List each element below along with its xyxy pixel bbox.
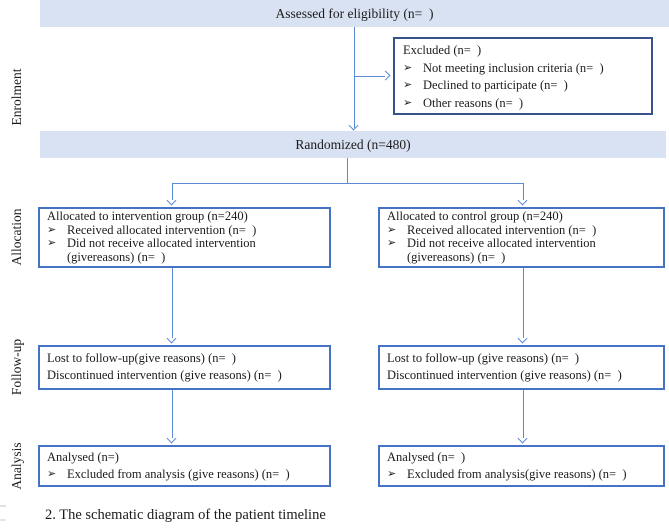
branch-left-drop — [172, 183, 173, 200]
followup-line: Discontinued intervention (give reasons)… — [387, 368, 622, 382]
analysis-intervention-box: Analysed (n=) ➢ Excluded from analysis (… — [38, 445, 331, 487]
analysis-control-box: Analysed (n= ) ➢ Excluded from analysis(… — [378, 445, 665, 487]
edge-crop-artifact — [0, 505, 6, 521]
excluded-item: ➢ Other reasons (n= ) — [403, 95, 643, 113]
assessed-eligibility-text: Assessed for eligibility (n= ) — [275, 5, 434, 21]
randomized-text: Randomized (n=480) — [295, 136, 411, 152]
excluded-item: ➢ Declined to participate (n= ) — [403, 77, 643, 95]
arrow-bullet-icon: ➢ — [403, 61, 413, 74]
arrow-bullet-icon: ➢ — [403, 79, 413, 91]
connector-to-excluded — [354, 76, 385, 77]
arrowhead-down-allocation-right — [517, 195, 528, 206]
stage-label-enrolment: Enrolment — [9, 68, 24, 126]
arrowhead-down-followup-left — [166, 333, 177, 344]
stage-label-allocation: Allocation — [9, 208, 24, 266]
arrowhead-down-followup-right — [517, 333, 528, 344]
arrowhead-down-analysis-right — [517, 433, 528, 444]
figure-caption: 2. The schematic diagram of the patient … — [45, 507, 326, 523]
arrow-bullet-icon: ➢ — [387, 467, 397, 480]
assessed-eligibility-band: Assessed for eligibility (n= ) — [40, 0, 669, 27]
connector-allocation-followup-right — [523, 268, 524, 338]
excluded-box: Excluded (n= ) ➢ Not meeting inclusion c… — [393, 37, 653, 115]
arrowhead-right-excluded — [380, 70, 391, 81]
analysis-title: Analysed (n=) — [47, 450, 119, 464]
arrow-bullet-icon: ➢ — [47, 237, 57, 249]
connector-followup-analysis-right — [523, 390, 524, 438]
allocation-control-title: Allocated to control group (n=240) — [387, 209, 563, 223]
branch-stem — [347, 158, 348, 183]
branch-crossbar — [172, 183, 523, 184]
arrow-bullet-icon: ➢ — [387, 237, 397, 249]
excluded-item: ➢ Not meeting inclusion criteria (n= ) — [403, 60, 643, 78]
allocation-intervention-title: Allocated to intervention group (n=240) — [47, 209, 248, 223]
followup-control-box: Lost to follow-up (give reasons) (n= ) D… — [378, 345, 665, 390]
followup-line: Lost to follow-up (give reasons) (n= ) — [387, 351, 580, 365]
arrow-bullet-icon: ➢ — [47, 467, 57, 480]
arrowhead-down-allocation-left — [166, 195, 177, 206]
allocation-item: ➢ Received allocated intervention (n= ) — [47, 222, 257, 237]
allocation-control-box: Allocated to control group (n=240) ➢ Rec… — [378, 207, 665, 268]
stage-label-analysis: Analysis — [9, 442, 24, 490]
analysis-item: ➢ Excluded from analysis(give reasons) (… — [387, 466, 627, 481]
allocation-intervention-box: Allocated to intervention group (n=240) … — [38, 207, 331, 268]
analysis-title: Analysed (n= ) — [387, 450, 466, 464]
excluded-title: Excluded (n= ) — [403, 43, 482, 57]
analysis-item: ➢ Excluded from analysis (give reasons) … — [47, 466, 290, 481]
connector-assessed-randomized — [354, 27, 355, 128]
connector-followup-analysis-left — [172, 390, 173, 438]
arrow-bullet-icon: ➢ — [47, 223, 57, 236]
allocation-item: ➢ Received allocated intervention (n= ) — [387, 222, 597, 237]
allocation-item: ➢ Did not receive allocated intervention… — [47, 236, 259, 264]
arrowhead-down-randomized — [348, 120, 359, 131]
followup-line: Discontinued intervention (give reasons)… — [47, 368, 282, 382]
arrow-bullet-icon: ➢ — [387, 223, 397, 236]
stage-label-follow-up: Follow-up — [9, 338, 24, 396]
branch-right-drop — [523, 183, 524, 200]
connector-allocation-followup-left — [172, 268, 173, 338]
randomized-band: Randomized (n=480) — [40, 131, 666, 158]
arrowhead-down-analysis-left — [166, 433, 177, 444]
followup-intervention-box: Lost to follow-up(give reasons) (n= ) Di… — [38, 345, 331, 390]
followup-line: Lost to follow-up(give reasons) (n= ) — [47, 351, 236, 365]
arrow-bullet-icon: ➢ — [403, 96, 413, 109]
allocation-item: ➢ Did not receive allocated intervention… — [387, 236, 599, 264]
